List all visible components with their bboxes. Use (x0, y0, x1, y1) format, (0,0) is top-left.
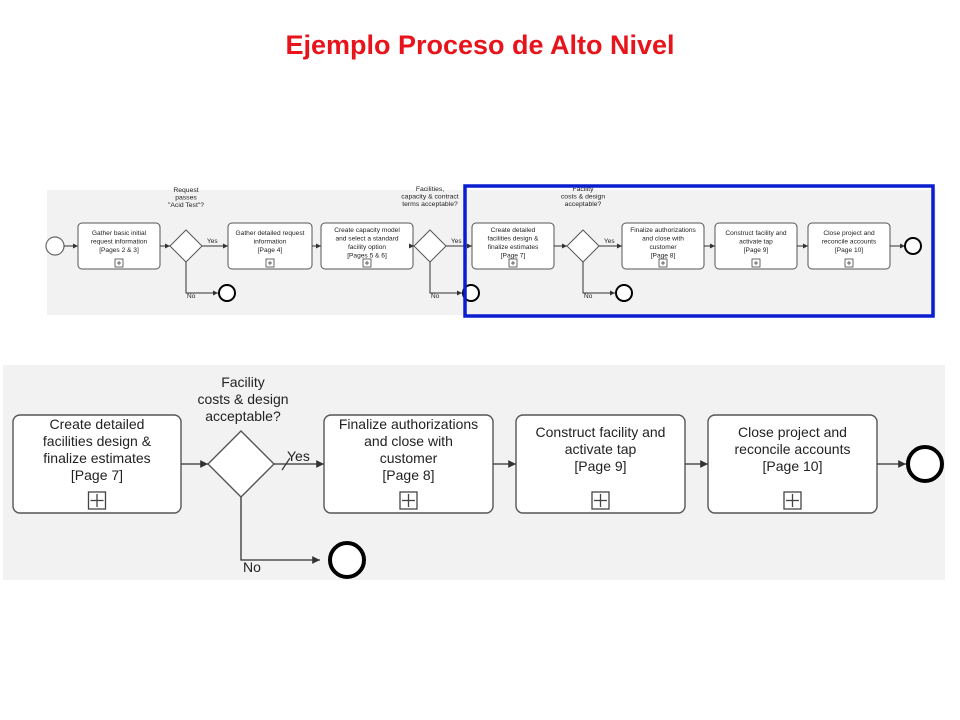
overview-task-label-line: [Page 9] (744, 247, 769, 254)
overview-task-label: Gather detailed request information[Page … (236, 230, 305, 254)
overview-task-label-line: customer (649, 244, 677, 251)
overview-end-event (218, 284, 236, 302)
overview-flow-no (429, 262, 462, 296)
overview-task-label-line: [Pages 5 & 6] (347, 253, 387, 260)
detail-task-label-line: activate tap (565, 441, 637, 457)
detail-task-label-line: finalize estimates (43, 450, 150, 466)
overview-task-label-line: [Page 10] (835, 247, 863, 254)
overview-no-label: No (187, 293, 196, 300)
overview-task-label-line: [Page 8] (651, 253, 676, 260)
detail-gateway-label-line: acceptable? (205, 408, 281, 424)
overview-task-label-line: finalize estimates (488, 244, 539, 251)
detail-yes-label: Yes (287, 448, 310, 464)
detail-task-label-line: [Page 9] (574, 458, 626, 474)
overview-gateway-label-line: Facility (572, 186, 594, 193)
detail-task-label-line: Close project and (738, 424, 847, 440)
detail-gateway-label-line: costs & design (197, 391, 288, 407)
overview-task-label-line: Gather basic initial (92, 230, 147, 237)
overview-task-label-line: [Pages 2 & 3] (99, 247, 139, 254)
overview-gateway-label-line: Request (173, 187, 198, 194)
detail-task-label-line: Finalize authorizations (339, 416, 478, 432)
detail-task-label-line: Construct facility and (536, 424, 666, 440)
overview-task-label-line: Create detailed (491, 227, 536, 234)
overview-task-label-line: facility option (348, 244, 386, 251)
detail-task-label-line: facilities design & (43, 433, 152, 449)
detail-gateway-label-line: Facility (221, 374, 265, 390)
overview-task-label-line: facilities design & (488, 236, 540, 243)
detail-end-event (328, 541, 366, 579)
overview-end-event (462, 284, 480, 302)
detail-task-label-line: [Page 8] (382, 467, 434, 483)
overview-task-label-line: [Page 7] (501, 253, 526, 260)
overview-task-label-line: information (254, 239, 287, 246)
overview-yes-label: Yes (604, 238, 615, 245)
overview-task-label: Create capacity model and select a standa… (334, 227, 400, 260)
overview-task-label-line: Create capacity model (334, 227, 400, 234)
detail-task-label-line: and close with (364, 433, 453, 449)
overview-yes-label: Yes (451, 238, 462, 245)
page-title: Ejemplo Proceso de Alto Nivel (285, 30, 675, 60)
detail-flow-no (240, 497, 320, 564)
overview-task-label-line: request information (91, 239, 148, 246)
overview-task-label-line: activate tap (739, 239, 773, 246)
overview-yes-label: Yes (207, 238, 218, 245)
overview-task-label-line: [Page 4] (258, 247, 283, 254)
overview-gateway-label-line: capacity & contract (401, 194, 459, 201)
overview-task-label-line: and close with (642, 236, 684, 243)
overview-gateway-label-line: "Acid Test"? (168, 202, 204, 209)
overview-gateway-label-line: Facilities, (416, 186, 444, 193)
overview-flow-no (582, 262, 615, 296)
overview-gateway-label-line: costs & design (561, 194, 605, 201)
start-event (45, 236, 65, 256)
overview-task-label: Gather basic initial request information[… (91, 230, 148, 254)
detail-task-label-line: reconcile accounts (735, 441, 851, 457)
detail-task-label-line: customer (380, 450, 438, 466)
detail-final-end-event (906, 445, 944, 483)
detail-task-label-line: [Page 10] (763, 458, 823, 474)
overview-gateway-label-line: terms acceptable? (402, 201, 458, 208)
overview-gateway-label-line: acceptable? (565, 201, 602, 208)
overview-task-label-line: Close project and (823, 230, 875, 237)
overview-task-label: Construct facility and activate tap[Page … (725, 230, 787, 254)
overview-final-end-event (904, 237, 922, 255)
overview-no-label: No (584, 293, 593, 300)
highlight-box (463, 184, 935, 318)
overview-task-label: Create detailed facilities design &finali… (488, 227, 540, 260)
overview-task-label-line: Gather detailed request (236, 230, 305, 237)
overview-task-label-line: and select a standard (335, 236, 398, 243)
overview-no-label: No (431, 293, 440, 300)
overview-task-label: Close project and reconcile accounts[Page… (822, 230, 877, 254)
overview-end-event (615, 284, 633, 302)
detail-task-label-line: Create detailed (50, 416, 145, 432)
detail-no-label: No (243, 559, 261, 575)
overview-task-label-line: Finalize authorizations (630, 227, 696, 234)
detail-task-label-line: [Page 7] (71, 467, 123, 483)
overview-task-label-line: Construct facility and (725, 230, 787, 237)
overview-flow-no (185, 262, 218, 296)
overview-gateway-label-line: passes (175, 195, 197, 202)
detail-default-slash (281, 457, 291, 471)
overview-task-label-line: reconcile accounts (822, 239, 877, 246)
